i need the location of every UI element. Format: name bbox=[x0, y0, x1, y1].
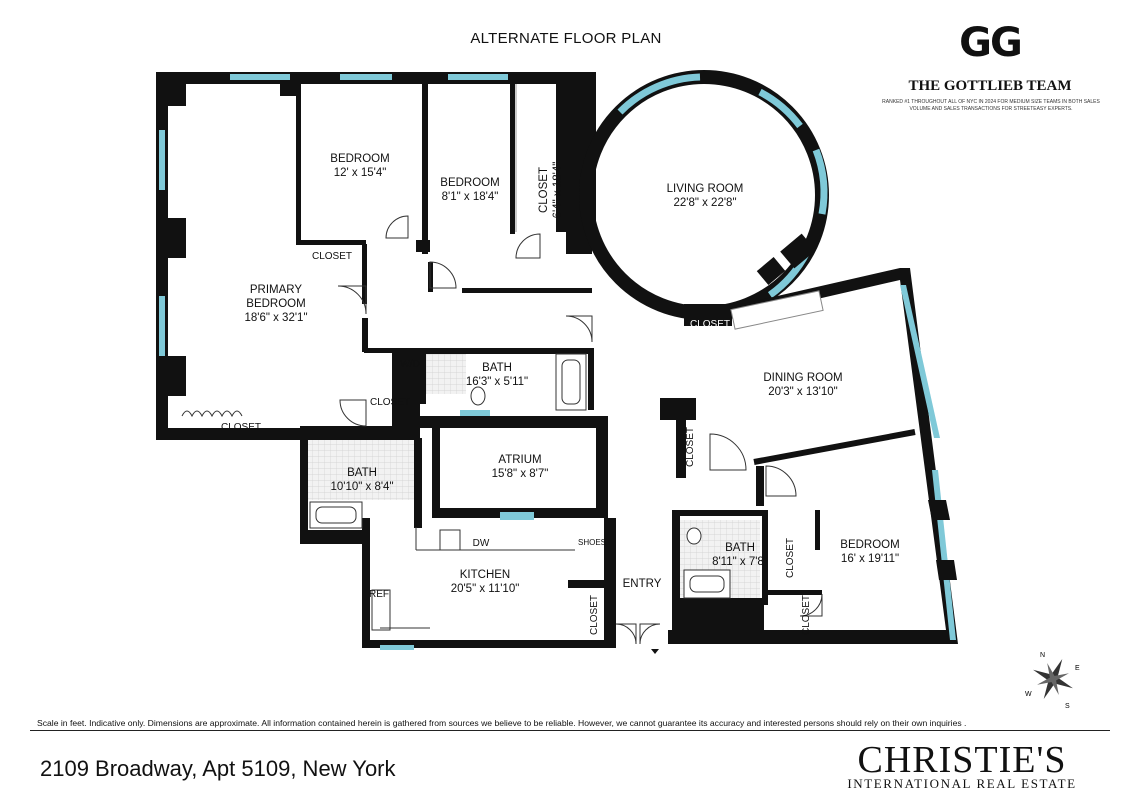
compass-rose-icon: N E S W bbox=[1025, 652, 1080, 710]
windows-primary bbox=[159, 74, 508, 356]
christies-subtitle: INTERNATIONAL REAL ESTATE bbox=[847, 776, 1077, 791]
compass-e: E bbox=[1075, 665, 1080, 672]
closet-label-primary: CLOSET bbox=[220, 422, 261, 433]
room-bath-1: BATH 16'3" x 5'11" bbox=[465, 362, 529, 388]
dining-bedroom-walls bbox=[660, 268, 958, 644]
compass-s: S bbox=[1065, 703, 1070, 710]
room-primary-bedroom: PRIMARY BEDROOM 18'6" x 32'1" bbox=[244, 284, 308, 324]
room-atrium: ATRIUM 15'8" x 8'7" bbox=[491, 454, 549, 480]
closet-label-hall: CLOSET bbox=[369, 397, 410, 408]
closet-label-dining: CLOSET bbox=[685, 427, 696, 468]
bath1-window bbox=[460, 410, 490, 416]
room-kitchen: KITCHEN 20'5" x 11'10" bbox=[450, 569, 520, 595]
room-dining-room: DINING ROOM 20'3" x 13'10" bbox=[763, 372, 843, 398]
dw-label: DW bbox=[472, 538, 490, 549]
property-address: 2109 Broadway, Apt 5109, New York bbox=[40, 756, 396, 781]
compass-w: W bbox=[1025, 691, 1032, 698]
compass-n: N bbox=[1040, 652, 1045, 659]
disclaimer-text: Scale in feet. Indicative only. Dimensio… bbox=[37, 718, 967, 728]
christies-logo: CHRISTIE'S bbox=[857, 739, 1067, 781]
room-bath-3: BATH 8'11" x 7'8" bbox=[712, 542, 768, 568]
room-bedroom-1: BEDROOM 12' x 15'4" bbox=[330, 153, 390, 179]
closet-label-bed3-b: CLOSET bbox=[801, 595, 812, 636]
closet-label-living: CLOSET bbox=[689, 319, 730, 330]
room-closet-tall: CLOSET 6'4" x 18'4" bbox=[538, 161, 564, 219]
room-living-room: LIVING ROOM 22'8" x 22'8" bbox=[666, 183, 744, 209]
floor-plan-drawing bbox=[156, 70, 958, 654]
shoes-label: SHOES bbox=[577, 538, 606, 547]
closet-label-entry: CLOSET bbox=[589, 595, 600, 636]
team-name: THE GOTTLIEB TEAM bbox=[908, 78, 1072, 94]
plan-title: ALTERNATE FLOOR PLAN bbox=[470, 30, 662, 47]
closet-label-bed3-a: CLOSET bbox=[785, 538, 796, 579]
team-tagline: RANKED #1 THROUGHOUT ALL OF NYC IN 2024 … bbox=[882, 99, 1100, 112]
atrium-window bbox=[500, 512, 534, 520]
gg-logo-mark: GG bbox=[959, 20, 1023, 66]
room-bedroom-3: BEDROOM 16' x 19'11" bbox=[840, 539, 900, 565]
kitchen-window bbox=[380, 645, 414, 650]
bath1-tile bbox=[426, 354, 466, 394]
fixtures bbox=[309, 353, 731, 631]
wd-label: W/D bbox=[400, 359, 420, 370]
room-entry: ENTRY bbox=[622, 578, 662, 590]
room-bedroom-2: BEDROOM 8'1" x 18'4" bbox=[440, 177, 500, 203]
footer-divider bbox=[30, 730, 1110, 731]
ref-label: REF bbox=[369, 589, 389, 600]
bath2-tile bbox=[308, 440, 414, 500]
closet-label-bedroom1: CLOSET bbox=[311, 251, 352, 262]
entry-arrow-icon bbox=[651, 649, 659, 654]
room-bath-2: BATH 10'10" x 8'4" bbox=[330, 467, 394, 493]
door-swings bbox=[337, 215, 823, 645]
